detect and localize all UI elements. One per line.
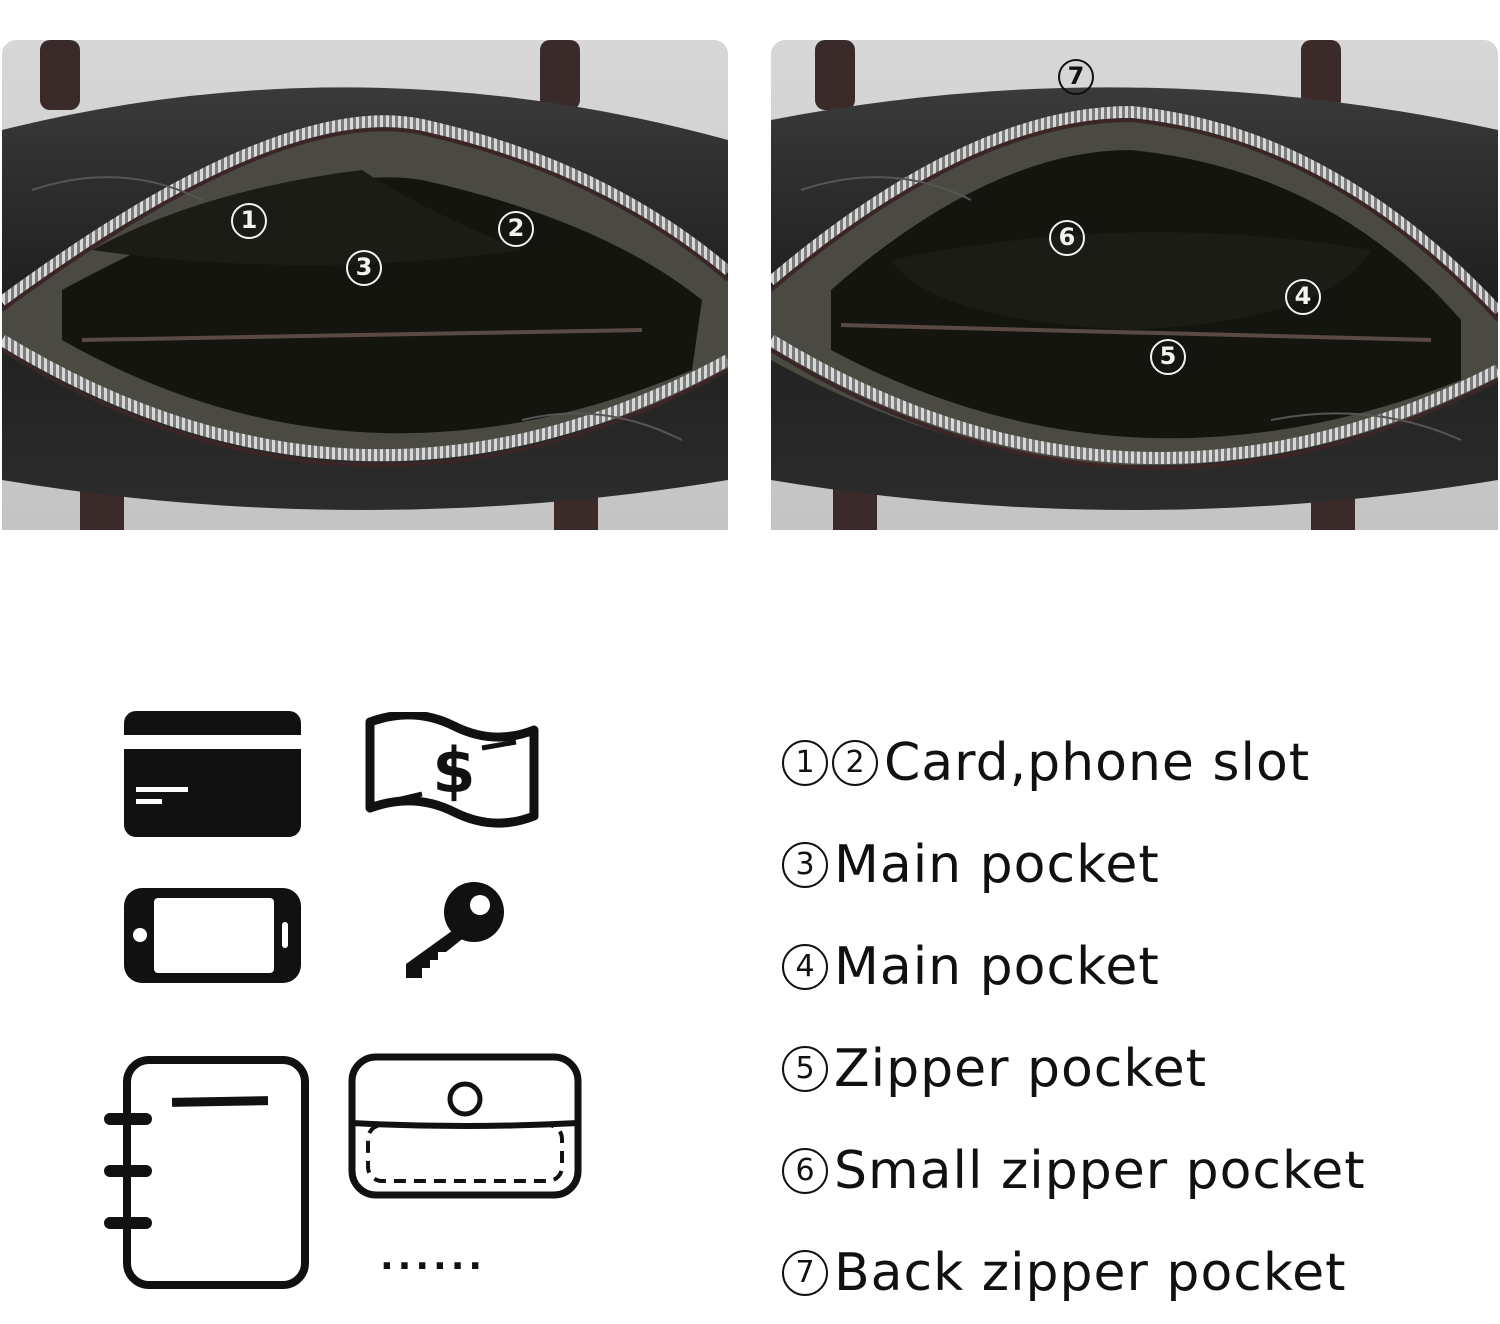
legend-row-back-zipper-pocket: 7 Back zipper pocket [782,1222,1482,1324]
bag-illustration-left [2,40,728,530]
card-icon [124,711,301,837]
bag-illustration-right [771,40,1498,530]
legend-number-5: 5 [782,1046,828,1092]
marker-5: 5 [1150,339,1186,375]
legend-label: Main pocket [834,835,1160,895]
money-bill-icon: $ [365,712,539,828]
legend-row-main-pocket-4: 4 Main pocket [782,916,1482,1018]
legend-number-3: 3 [782,842,828,888]
marker-6: 6 [1049,220,1085,256]
legend-row-main-pocket-3: 3 Main pocket [782,814,1482,916]
bag-interior-photo-left: 1 2 3 [2,40,728,530]
marker-2: 2 [498,211,534,247]
legend-number-6: 6 [782,1148,828,1194]
wallet-icon [348,1053,582,1199]
legend-row-card-phone-slot: 1 2 Card,phone slot [782,712,1482,814]
legend-label: Main pocket [834,937,1160,997]
marker-4: 4 [1285,279,1321,315]
bag-interior-photo-right: 7 6 4 5 [771,40,1498,530]
more-items-indicator: ...... [380,1237,487,1278]
legend-number-7: 7 [782,1250,828,1296]
legend-label: Zipper pocket [834,1039,1208,1099]
phone-icon [124,888,301,983]
legend-label: Back zipper pocket [834,1243,1347,1303]
legend-row-zipper-pocket: 5 Zipper pocket [782,1018,1482,1120]
marker-1: 1 [231,203,267,239]
money-symbol: $ [432,734,475,807]
marker-7: 7 [1058,59,1094,95]
notebook-icon [104,1056,309,1289]
legend-number-1: 1 [782,740,828,786]
legend-label: Small zipper pocket [834,1141,1366,1201]
legend-number-4: 4 [782,944,828,990]
key-icon [406,882,504,978]
legend-row-small-zipper-pocket: 6 Small zipper pocket [782,1120,1482,1222]
marker-3: 3 [346,250,382,286]
pocket-legend: 1 2 Card,phone slot 3 Main pocket 4 Main… [782,712,1482,1324]
legend-number-2: 2 [832,740,878,786]
legend-label: Card,phone slot [884,733,1311,793]
